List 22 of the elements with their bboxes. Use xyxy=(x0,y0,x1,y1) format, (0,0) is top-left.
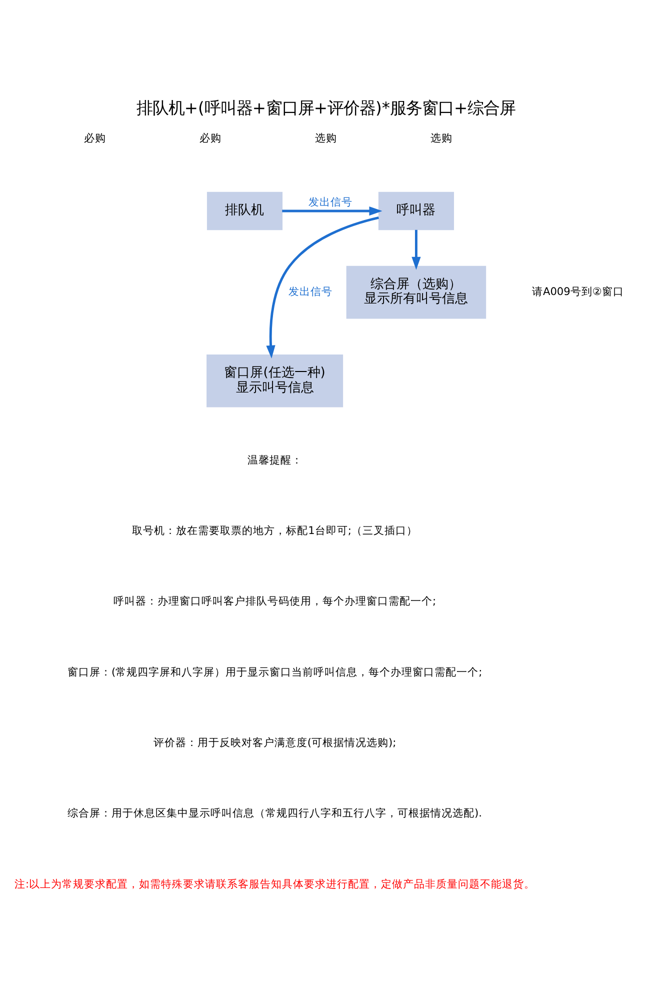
label: 评价器：用于反映对客户满意度(可根据情况选购); xyxy=(153,737,396,750)
label: 请A009号到②窗口 xyxy=(532,286,624,298)
node-box: 呼叫器 xyxy=(378,192,454,230)
node-box: 排队机 xyxy=(206,192,283,230)
label: 选购 xyxy=(315,132,337,144)
arrow xyxy=(266,216,379,358)
label: 综合屏：用于休息区集中显示呼叫信息（常规四行八字和五行八字，可根据情况选配). xyxy=(68,808,482,820)
label: 温馨提醒： xyxy=(247,454,302,466)
arrow xyxy=(282,206,382,216)
edge-label: 发出信号 xyxy=(288,286,333,298)
edge-label: 发出信号 xyxy=(308,196,352,209)
node-box: 窗口屏(任选一种) 显示叫号信息 xyxy=(206,354,344,408)
label: 取号机：放在需要取票的地方，标配1台即可;（三叉插口） xyxy=(132,524,418,537)
label: 必购 xyxy=(84,132,106,144)
label: 必购 xyxy=(200,132,222,144)
label: 选购 xyxy=(430,132,452,144)
arrow xyxy=(412,230,421,270)
label: 窗口屏：(常规四字屏和八字屏）用于显示窗口当前呼叫信息，每个办理窗口需配一个; xyxy=(67,666,482,678)
node-box: 综合屏（选购） 显示所有叫号信息 xyxy=(346,266,486,319)
diagram-title: 排队机+(呼叫器+窗口屏+评价器)*服务窗口+综合屏 xyxy=(136,98,516,118)
label: 注:以上为常规要求配置，如需特殊要求请联系客服告知具体要求进行配置，定做产品非质量问题不能退货。 xyxy=(14,878,536,890)
label: 呼叫器：办理窗口呼叫客户排队号码使用，每个办理窗口需配一个; xyxy=(114,596,436,608)
